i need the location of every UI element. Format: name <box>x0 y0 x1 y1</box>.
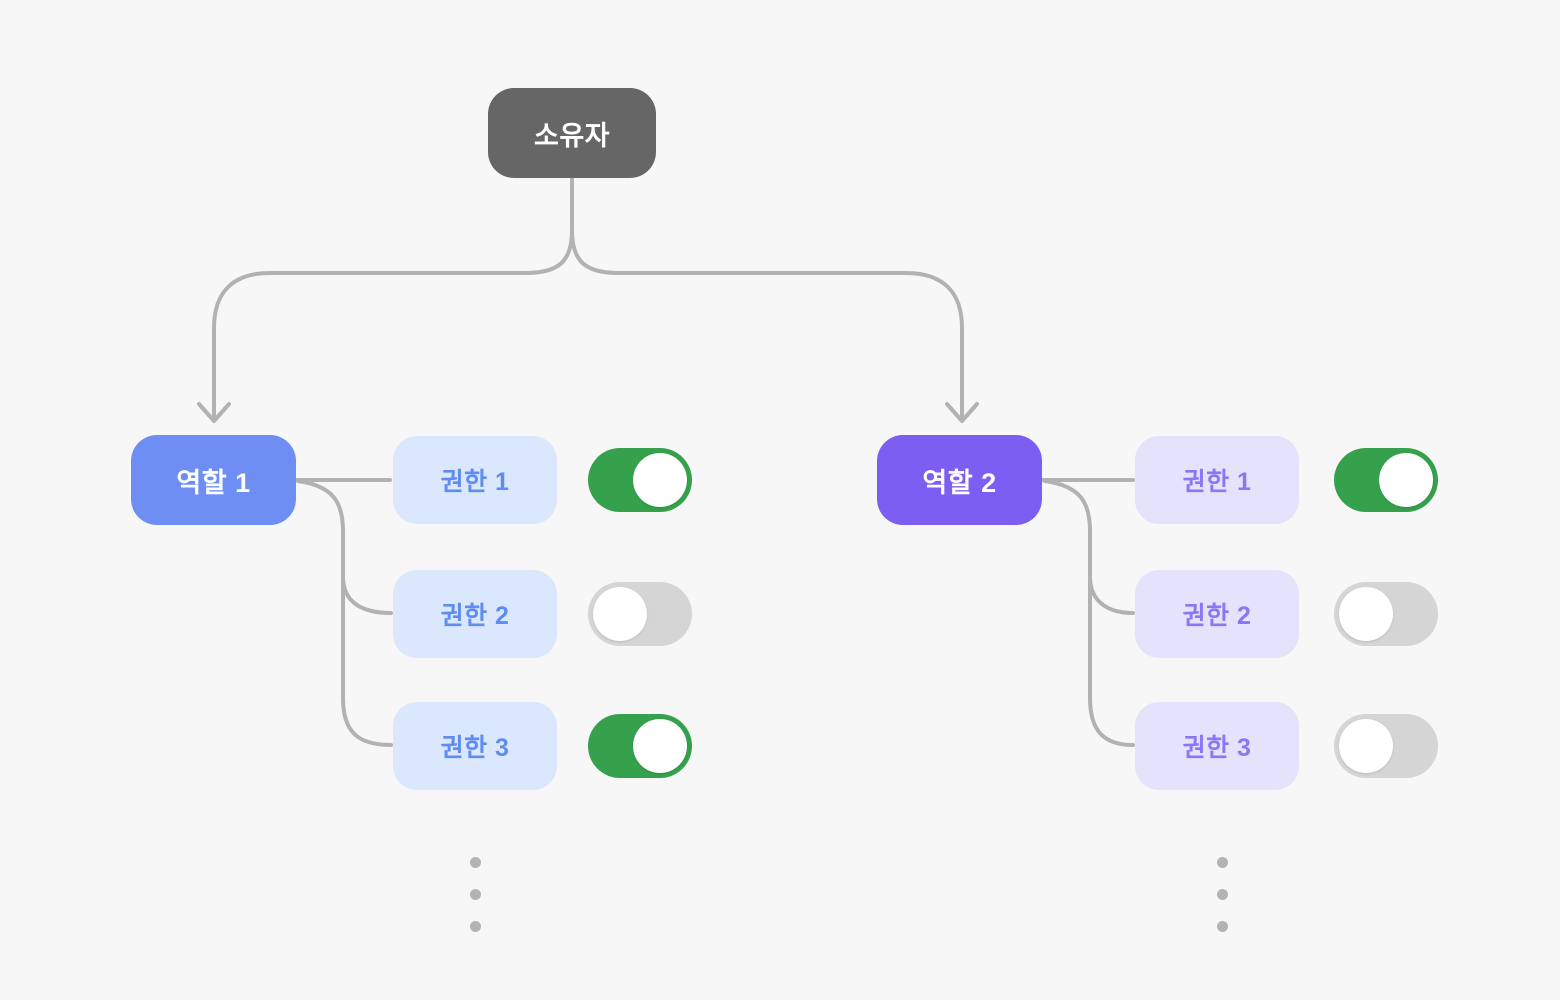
dot <box>1217 857 1228 868</box>
toggle-knob <box>1339 587 1393 641</box>
dot <box>1217 889 1228 900</box>
role1-label: 역할 1 <box>176 467 251 498</box>
toggle-knob <box>1339 719 1393 773</box>
ellipsis-role2-permissions <box>1217 857 1228 932</box>
edge-owner-role2 <box>570 176 964 420</box>
role2-perm1-toggle[interactable] <box>1334 448 1438 512</box>
role2-perm3-label: 권한 3 <box>1182 734 1252 762</box>
edge-role2-perm2 <box>1088 575 1135 615</box>
role2-perm2-label: 권한 2 <box>1182 602 1252 630</box>
toggle-knob <box>1379 453 1433 507</box>
edge-role1-perm2 <box>341 575 393 615</box>
role1-perm3-chip: 권한 3 <box>393 702 557 790</box>
role2-node: 역할 2 <box>877 435 1042 525</box>
edge-role1-perm3 <box>296 479 393 747</box>
arrowhead-role1 <box>197 402 231 423</box>
dot <box>470 889 481 900</box>
role1-perm2-chip: 권한 2 <box>393 570 557 658</box>
toggle-knob <box>633 719 687 773</box>
role2-perm2-toggle[interactable] <box>1334 582 1438 646</box>
role1-perm3-toggle[interactable] <box>588 714 692 778</box>
role1-perm2-toggle[interactable] <box>588 582 692 646</box>
role1-perm3-label: 권한 3 <box>440 734 510 762</box>
toggle-knob <box>593 587 647 641</box>
role2-perm3-chip: 권한 3 <box>1135 702 1299 790</box>
role2-perm3-toggle[interactable] <box>1334 714 1438 778</box>
role1-perm1-toggle[interactable] <box>588 448 692 512</box>
toggle-knob <box>633 453 687 507</box>
role2-label: 역할 2 <box>922 467 997 498</box>
role2-perm1-label: 권한 1 <box>1182 468 1252 496</box>
role1-perm2-label: 권한 2 <box>440 602 510 630</box>
role2-perm2-chip: 권한 2 <box>1135 570 1299 658</box>
dot <box>470 857 481 868</box>
dot <box>470 921 481 932</box>
owner-node: 소유자 <box>488 88 656 178</box>
edge-role2-perm3 <box>1043 479 1135 747</box>
owner-label: 소유자 <box>533 120 611 151</box>
dot <box>1217 921 1228 932</box>
edge-owner-role1 <box>212 176 574 420</box>
ellipsis-role1-permissions <box>470 857 481 932</box>
role1-perm1-chip: 권한 1 <box>393 436 557 524</box>
arrowhead-role2 <box>945 402 979 423</box>
role2-perm1-chip: 권한 1 <box>1135 436 1299 524</box>
role1-perm1-label: 권한 1 <box>440 468 510 496</box>
role1-node: 역할 1 <box>131 435 296 525</box>
